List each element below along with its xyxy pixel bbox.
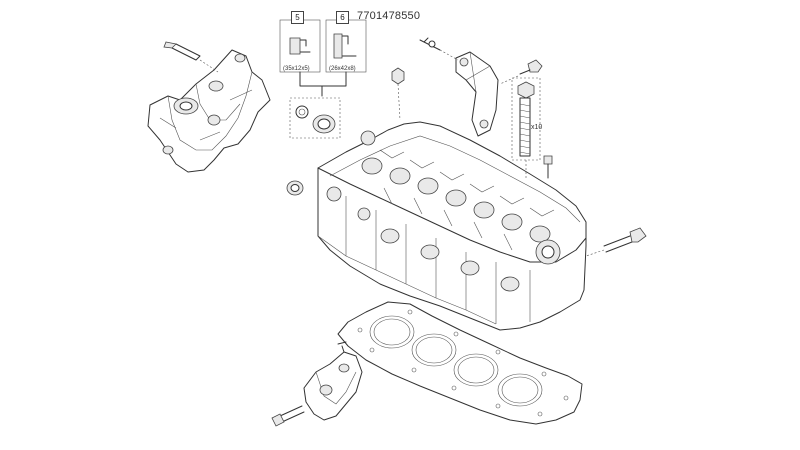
engine-bracket — [147, 49, 271, 173]
callout-ref-6: 6 — [336, 11, 349, 24]
valve-train — [361, 149, 555, 251]
bolt-count-label: x10 — [531, 124, 543, 131]
bracket-screw — [499, 59, 543, 85]
head-gasket — [337, 301, 583, 425]
nut — [391, 67, 405, 121]
callout-size-5: (35x12x5) — [283, 66, 310, 72]
lower-bracket — [271, 341, 363, 427]
cylinder-head — [317, 121, 587, 331]
cam-bracket — [419, 37, 499, 137]
head-bolt-column — [511, 77, 541, 180]
seal-callout-group — [279, 19, 367, 139]
callout-ref-5: 5 — [291, 11, 304, 24]
part-number-label: 7701478550 — [357, 10, 421, 22]
screw-small — [543, 155, 553, 179]
callout-size-6: (26x42x8) — [329, 66, 356, 72]
bracket-bolt — [163, 41, 219, 73]
plug-cap — [286, 180, 304, 196]
right-stud — [585, 227, 647, 257]
